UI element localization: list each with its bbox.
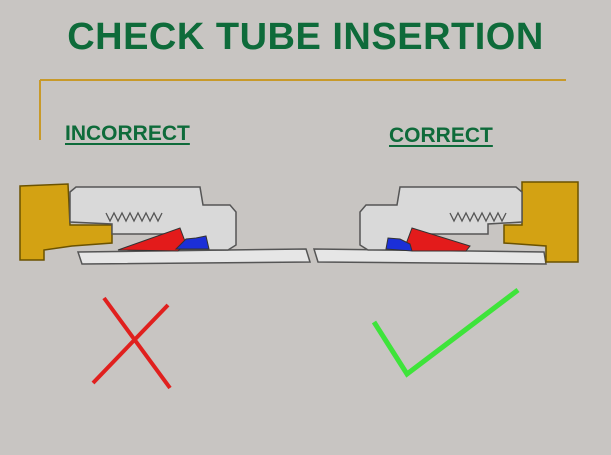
threads-right <box>449 211 507 223</box>
nut-right <box>359 186 523 251</box>
back-ferrule-left <box>174 235 210 250</box>
tube-left <box>76 248 312 265</box>
check-mark-icon <box>371 288 520 378</box>
x-mark-icon <box>91 296 172 390</box>
tube-right <box>312 248 547 265</box>
correct-label: CORRECT <box>389 124 493 147</box>
incorrect-assembly <box>19 183 312 265</box>
title-rule <box>39 79 566 140</box>
page-title: CHECK TUBE INSERTION <box>67 16 544 58</box>
back-ferrule-right <box>385 237 413 252</box>
nut-left <box>69 186 237 251</box>
fitting-body-left <box>19 183 113 261</box>
correct-assembly <box>312 181 579 265</box>
threads-left <box>105 211 163 223</box>
incorrect-label: INCORRECT <box>65 122 190 145</box>
